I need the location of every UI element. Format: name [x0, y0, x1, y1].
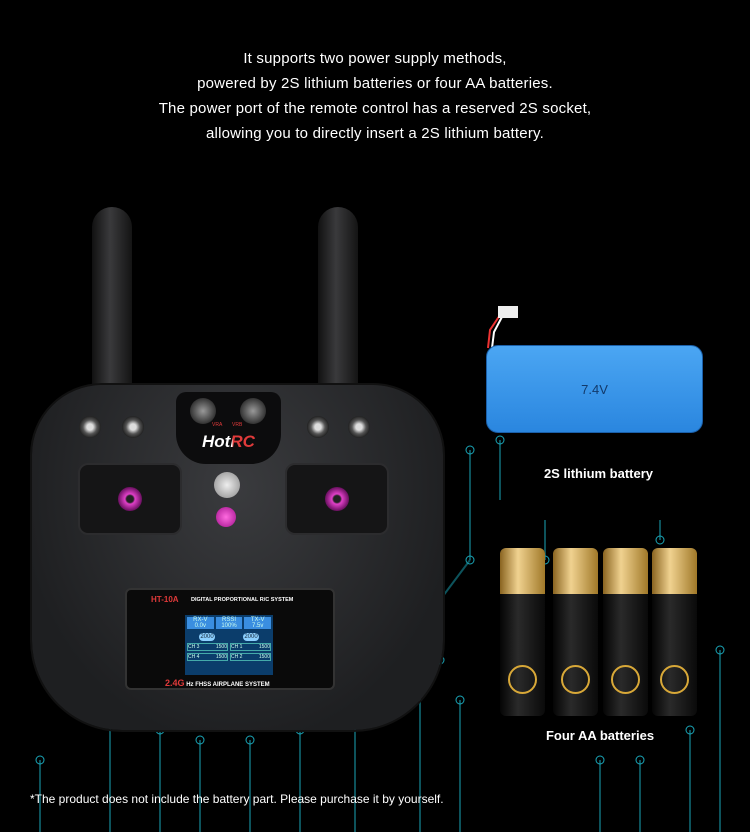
lcd-screen: HT-10A DIGITAL PROPORTIONAL R/C SYSTEM R… [125, 588, 335, 690]
aa-battery [500, 548, 545, 716]
tx-label: TX-V [250, 617, 265, 623]
intro-line: allowing you to directly insert a 2S lit… [206, 125, 544, 142]
screen-model: HT-10A [151, 595, 179, 604]
lipo-label: 2S lithium battery [543, 466, 654, 481]
right-gimbal [285, 463, 389, 535]
circuit-node [35, 755, 45, 765]
circuit-node [595, 755, 605, 765]
aa-battery [652, 548, 697, 716]
rx-value: 0.0v [194, 623, 206, 629]
toggle-switch [348, 416, 370, 438]
screen-footer: Hz FHSS AIRPLANE SYSTEM [186, 682, 270, 688]
vrb-label: VRB [232, 422, 243, 428]
circuit-node [195, 735, 205, 745]
lipo-voltage: 7.4V [581, 381, 608, 397]
channel-value: 1500 [215, 654, 227, 660]
circuit-node [715, 645, 725, 655]
intro-text: It supports two power supply methods, po… [0, 46, 750, 146]
right-stick [325, 487, 349, 511]
channel-label: CH 1 [231, 644, 243, 650]
circuit-node [635, 755, 645, 765]
channel-value: 1500 [258, 654, 270, 660]
intro-line: It supports two power supply methods, [243, 50, 507, 67]
circuit-node [465, 445, 475, 455]
trim-value: 2000 [243, 633, 259, 641]
tx-value: 7.5v [252, 623, 264, 629]
toggle-switch [79, 416, 101, 438]
footnote: *The product does not include the batter… [30, 792, 444, 806]
circuit-node [495, 435, 505, 445]
rx-label: RX-V [193, 617, 208, 623]
aa-battery [603, 548, 648, 716]
left-stick [118, 487, 142, 511]
rssi-value: 100% [221, 623, 237, 629]
circuit-node [245, 735, 255, 745]
screen-header: DIGITAL PROPORTIONAL R/C SYSTEM [191, 597, 294, 603]
left-gimbal [78, 463, 182, 535]
channel-label: CH 4 [188, 654, 200, 660]
screen-band: 2.4G [165, 678, 185, 688]
channel-value: 1500 [258, 644, 270, 650]
battery-wires [487, 306, 518, 349]
left-antenna [92, 207, 132, 392]
circuit-node [685, 725, 695, 735]
circuit-node [455, 695, 465, 705]
vrb-knob [240, 398, 266, 424]
toggle-switch [307, 416, 329, 438]
aa-battery [553, 548, 598, 716]
toggle-switch [122, 416, 144, 438]
center-button [216, 507, 236, 527]
power-button [214, 472, 240, 498]
intro-line: powered by 2S lithium batteries or four … [197, 75, 553, 92]
aa-label: Four AA batteries [545, 728, 655, 743]
channel-label: CH 2 [231, 654, 243, 660]
brand-panel: VRA VRB HotRC [176, 392, 281, 464]
trim-value: 2000 [199, 633, 215, 641]
channel-value: 1500 [215, 644, 227, 650]
vra-label: VRA [212, 422, 223, 428]
rssi-label: RSSI [222, 617, 237, 623]
lipo-pack: 7.4V [486, 345, 703, 433]
circuit-node [655, 535, 665, 545]
channel-label: CH 3 [188, 644, 200, 650]
right-antenna [318, 207, 358, 392]
intro-line: The power port of the remote control has… [158, 100, 592, 117]
brand-logo: HotRC [202, 432, 255, 451]
vra-knob [190, 398, 216, 424]
circuit-trace [439, 559, 471, 601]
